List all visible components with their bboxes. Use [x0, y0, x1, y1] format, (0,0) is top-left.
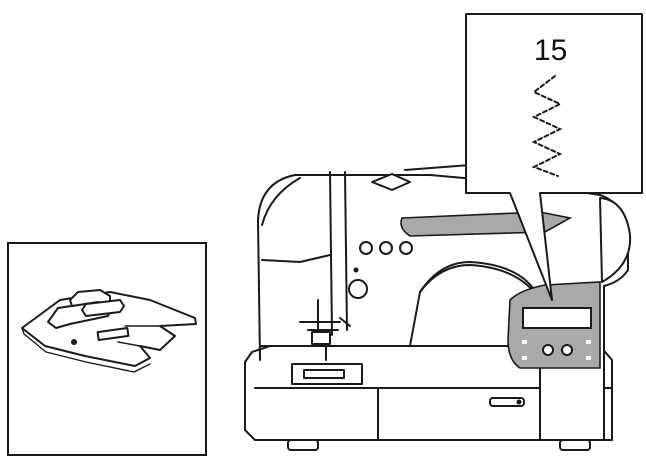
panel-button-1	[542, 344, 554, 356]
slide-lever	[489, 397, 525, 407]
dial-button-1	[359, 241, 373, 255]
presser-foot-icon	[21, 289, 197, 373]
presser-foot-inset	[7, 242, 207, 456]
sewing-machine	[244, 164, 632, 451]
dial-button-3	[399, 241, 413, 255]
dial-button-2	[379, 241, 393, 255]
stitch-callout: 15	[465, 13, 643, 301]
zigzag-stitch-icon	[531, 75, 563, 177]
hand-wheel	[599, 197, 632, 283]
control-panel	[507, 281, 601, 369]
stitch-number: 15	[534, 34, 567, 67]
needle-assembly	[299, 299, 351, 361]
lcd-screen	[522, 307, 592, 329]
panel-button-2	[561, 344, 573, 356]
